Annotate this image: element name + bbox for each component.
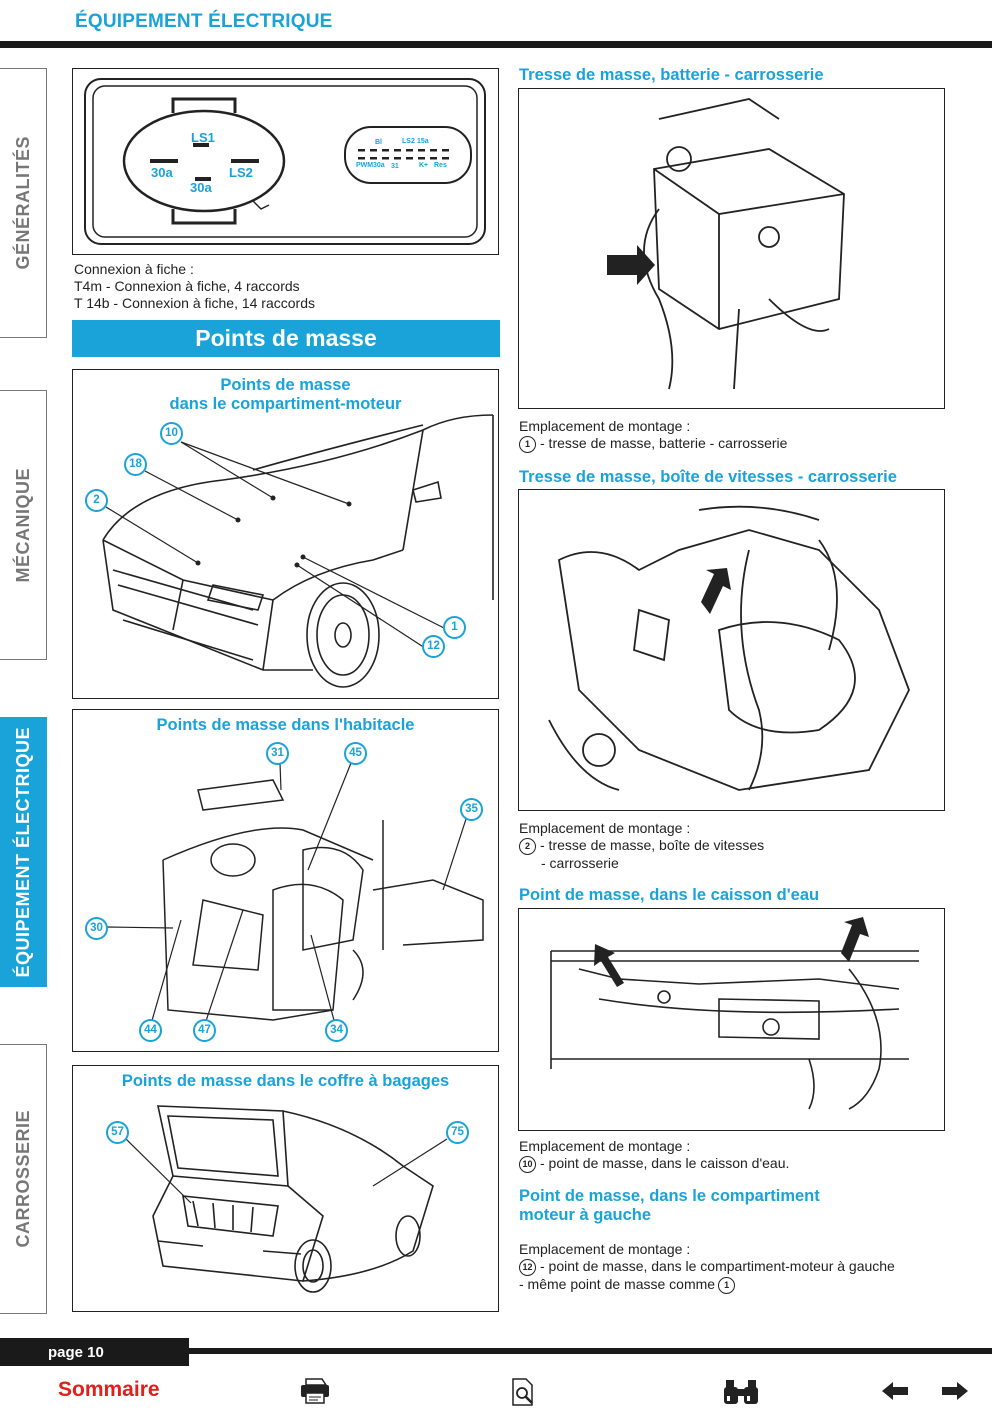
caption-line: - carrosserie [541,854,619,871]
water-box-drawing [550,917,919,1110]
number-badge: 1 [718,1276,736,1294]
callout-31: 31 [266,742,289,765]
zoom-document-icon[interactable] [510,1376,538,1413]
tab-generalites[interactable]: GÉNÉRALITÉS [0,68,47,338]
label-ls1: LS1 [191,130,215,145]
callout-30: 30 [85,917,108,940]
caption-line: T 14b - Connexion à fiche, 14 raccords [74,295,315,311]
callout-75: 75 [446,1121,469,1144]
panel-title: dans le compartiment-moteur [169,395,402,413]
tab-mecanique[interactable]: MÉCANIQUE [0,390,47,660]
panel-title: Points de masse dans le coffre à bagages [121,1072,450,1090]
pin-pwm: PWM [356,162,374,169]
caption-text: - tresse de masse, batterie - carrosseri… [540,435,788,451]
pin-ls2: LS2 [402,138,415,145]
caption-line: Emplacement de montage : [519,418,691,434]
sommaire-link[interactable]: Sommaire [58,1378,160,1401]
title-line: Point de masse, dans le compartiment [519,1187,820,1205]
label-30a-bottom: 30a [190,180,212,195]
section-title-battery: Tresse de masse, batterie - carrosserie [519,66,824,84]
left-compartment-caption: Emplacement de montage : 12- point de ma… [519,1241,895,1294]
caption-line: T4m - Connexion à fiche, 4 raccords [74,278,300,294]
caption-line: Emplacement de montage : [519,820,691,836]
caption-line: 2- tresse de masse, boîte de vitesses [519,837,764,855]
pin-kplus: K+ [419,162,429,169]
pin-30a: 30a [373,162,385,169]
pin-15a: 15a [417,138,429,145]
title-line: moteur à gauche [519,1206,652,1224]
callout-12: 12 [422,635,445,658]
footer-rule [189,1348,992,1354]
connector-drawing [84,78,486,245]
number-badge: 10 [519,1155,536,1173]
callout-47: 47 [193,1019,216,1042]
water-box-caption: Emplacement de montage : 10- point de ma… [519,1138,789,1173]
gearbox-caption: Emplacement de montage : 2- tresse de ma… [519,820,764,872]
battery-caption: Emplacement de montage : 1- tresse de ma… [519,418,787,453]
printer-icon[interactable] [298,1376,332,1411]
panel-title: Points de masse [220,376,351,394]
gearbox-drawing [548,505,910,791]
battery-drawing [607,98,845,390]
caption-text: - point de masse, dans le caisson d'eau. [540,1155,790,1171]
arrow-left-icon[interactable] [880,1380,910,1407]
section-title-left-compartment: Point de masse, dans le compartiment mot… [519,1187,820,1225]
cabin-drawing [106,762,484,1025]
tab-label: CARROSSERIE [12,1110,33,1248]
caption-line: Emplacement de montage : [519,1241,691,1257]
page-number: page 10 [48,1343,104,1361]
tab-label: MÉCANIQUE [12,467,33,583]
page-number-bar: page 10 [0,1338,189,1366]
header-rule [0,41,992,48]
callout-1: 1 [443,616,466,639]
engine-compartment-panel: Points de masse dans le compartiment-mot… [72,369,499,699]
callout-44: 44 [139,1019,162,1042]
caption-line: 10- point de masse, dans le caisson d'ea… [519,1155,789,1173]
water-box-photo [518,908,945,1131]
gearbox-photo [518,489,945,811]
section-title: ÉQUIPEMENT ÉLECTRIQUE [75,11,333,32]
tab-equipement-electrique[interactable]: ÉQUIPEMENT ÉLECTRIQUE [0,717,47,987]
number-badge: 1 [519,435,536,453]
callout-57: 57 [106,1121,129,1144]
caption-text: - point de masse, dans le compartiment-m… [540,1258,895,1274]
callout-18: 18 [124,453,147,476]
battery-photo [518,88,945,409]
trunk-drawing [125,1105,448,1293]
section-title-gearbox: Tresse de masse, boîte de vitesses - car… [519,468,897,486]
tab-label: GÉNÉRALITÉS [12,136,33,270]
caption-text: - même point de masse comme [519,1275,716,1292]
number-badge: 2 [519,837,536,855]
callout-35: 35 [460,798,483,821]
tab-carrosserie[interactable]: CARROSSERIE [0,1044,47,1314]
caption-text: - tresse de masse, boîte de vitesses [540,837,765,853]
trunk-panel: Points de masse dans le coffre à bagages… [72,1065,499,1312]
connector-diagram: LS1 30a LS2 30a Bl LS2 15a PWM 30a 31 K+… [72,68,499,255]
label-30a-left: 30a [151,165,173,180]
label-ls2: LS2 [229,165,253,180]
connector-caption: Connexion à fiche : T4m - Connexion à fi… [74,261,315,312]
pin-31: 31 [391,163,399,170]
callout-45: 45 [344,742,367,765]
cabin-panel: Points de masse dans l'habitacle 31 45 3… [72,709,499,1052]
callout-10: 10 [160,422,183,445]
callout-2: 2 [85,489,108,512]
arrow-right-icon[interactable] [940,1380,970,1407]
caption-line: 1- tresse de masse, batterie - carrosser… [519,435,787,453]
car-front-drawing [102,414,494,688]
caption-line: Connexion à fiche : [74,261,194,277]
caption-line: 12- point de masse, dans le compartiment… [519,1258,895,1276]
points-de-masse-banner: Points de masse [72,320,500,357]
number-badge: 12 [519,1258,536,1276]
pin-bl: Bl [375,139,382,146]
caption-line: Emplacement de montage : [519,1138,691,1154]
tab-label: ÉQUIPEMENT ÉLECTRIQUE [12,726,33,978]
callout-34: 34 [325,1019,348,1042]
pin-res: Res [434,162,447,169]
section-title-water-box: Point de masse, dans le caisson d'eau [519,886,820,904]
binoculars-icon[interactable] [722,1376,760,1411]
panel-title: Points de masse dans l'habitacle [156,716,415,734]
